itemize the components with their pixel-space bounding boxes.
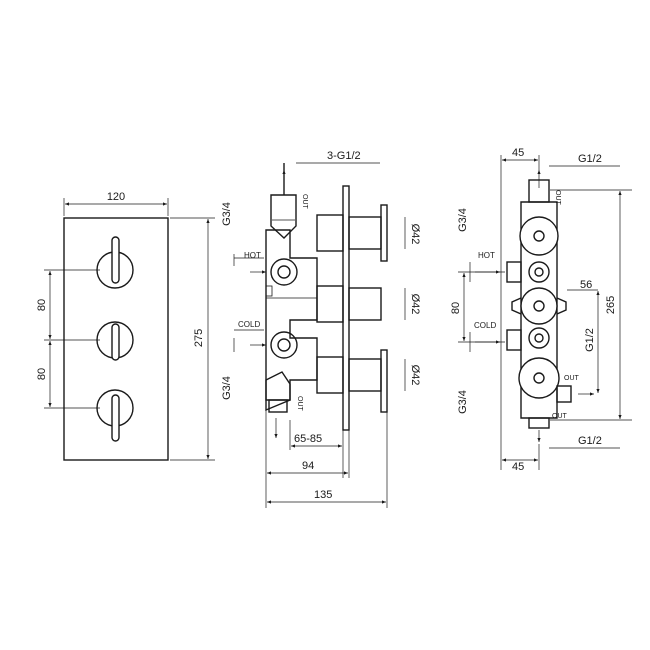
side-hot-inlet: HOT	[244, 251, 298, 286]
side-cartridge-middle: Ø42	[316, 285, 421, 323]
rear-out-top-label: OUT	[554, 190, 561, 206]
rear-bottom-offset-label: 45	[512, 461, 524, 473]
rear-handle-bottom	[518, 357, 560, 399]
rear-inlet-thread-top-label: G3/4	[457, 208, 469, 232]
front-handle-bottom	[96, 389, 134, 442]
rear-top-thread-label: G1/2	[578, 153, 602, 165]
rear-inlet-thread-bottom-label: G3/4	[457, 390, 469, 414]
side-out-top-label: OUT	[301, 194, 308, 210]
side-view: OUT 3-G1/2 Ø42 Ø42 Ø42	[221, 150, 421, 508]
rear-middle-dim-label: 56	[580, 279, 592, 291]
side-depth-dimensions: 65-85 94 135	[265, 410, 388, 508]
side-out-bottom-label: OUT	[296, 396, 303, 412]
rear-handle-top	[519, 216, 559, 256]
side-valve-body	[265, 229, 318, 401]
side-top-outlet: OUT	[270, 163, 308, 239]
side-hot-label: HOT	[244, 251, 261, 260]
front-height-dimension: 275	[170, 217, 215, 461]
side-cold-inlet: COLD	[238, 320, 298, 359]
side-cold-label: COLD	[238, 320, 260, 329]
side-depth-135-label: 135	[314, 489, 332, 501]
rear-hot-label: HOT	[478, 251, 495, 260]
side-outlet-thread-label: 3-G1/2	[327, 150, 361, 162]
side-inlet-thread-top-label: G3/4	[221, 202, 233, 226]
front-handle-top	[96, 236, 134, 289]
rear-spacing-label: 80	[450, 302, 462, 314]
side-dia-2-label: Ø42	[409, 294, 421, 315]
front-view: 120 275 80 80	[36, 191, 215, 461]
front-spacing-top-label: 80	[36, 299, 48, 311]
rear-bottom-thread-label: G1/2	[578, 435, 602, 447]
front-width-label: 120	[107, 191, 125, 203]
front-spacing-dimension: 80 80	[36, 269, 100, 409]
side-inlet-thread-bottom-label: G3/4	[221, 376, 233, 400]
rear-height-label: 265	[605, 296, 617, 314]
side-dia-1-label: Ø42	[409, 224, 421, 245]
rear-top-offset-label: 45	[512, 147, 524, 159]
rear-cold-label: COLD	[474, 321, 496, 330]
rear-out-right-label: OUT	[564, 375, 580, 382]
front-plate	[63, 217, 169, 461]
rear-out-bottom-label: OUT	[552, 413, 568, 420]
side-dia-3-label: Ø42	[409, 365, 421, 386]
rear-side-thread-label: G1/2	[584, 328, 596, 352]
side-depth-94-label: 94	[302, 460, 314, 472]
front-handle-middle	[96, 321, 134, 361]
rear-handle-middle	[520, 287, 558, 325]
rear-view: OUT HOT COLD OUT OUT	[450, 147, 632, 473]
side-wall-depth-label: 65-85	[294, 433, 322, 445]
side-bottom-outlet: OUT	[265, 371, 303, 438]
front-height-label: 275	[193, 329, 205, 347]
front-width-dimension: 120	[63, 191, 169, 216]
side-wall-plate	[342, 185, 350, 431]
side-cartridge-top: Ø42	[316, 204, 421, 262]
front-spacing-bottom-label: 80	[36, 368, 48, 380]
side-cartridge-bottom: Ø42	[316, 349, 421, 413]
